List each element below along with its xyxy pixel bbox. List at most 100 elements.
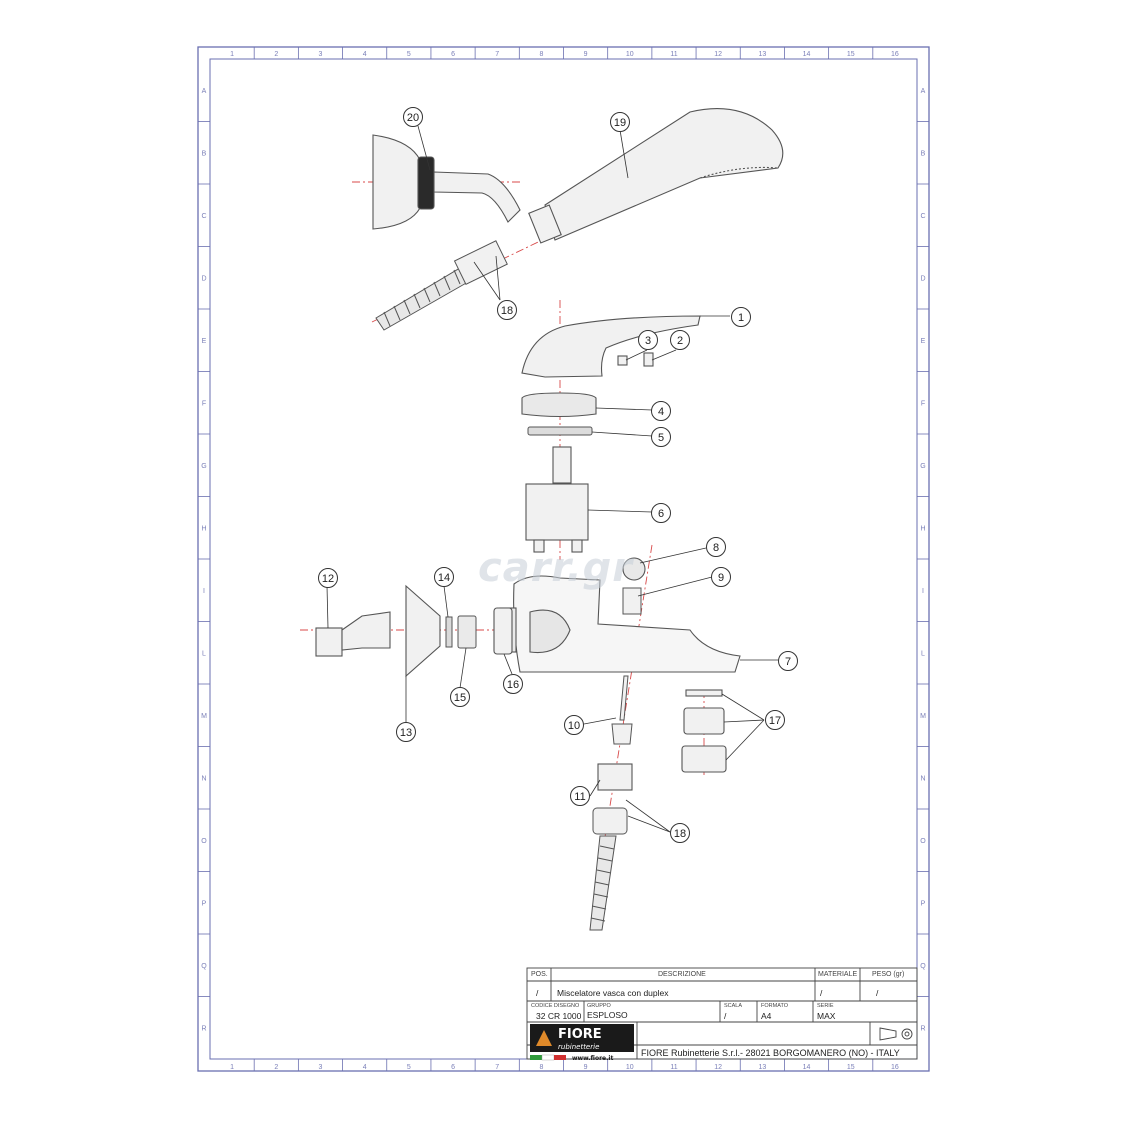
grid-column-label: 2: [274, 51, 278, 58]
logo-url: www.fiore.it: [572, 1055, 613, 1062]
grid-column-label: 2: [274, 1064, 278, 1071]
callout-15: 15: [450, 687, 470, 707]
grid-column-label: 13: [758, 1064, 766, 1071]
grid-row-label: F: [921, 400, 925, 407]
callout-label: 18: [501, 305, 513, 317]
part-20-wall-bracket: [372, 134, 521, 230]
grid-row-label: R: [920, 1025, 925, 1032]
grid-row-label: Q: [920, 963, 926, 970]
grid-row-label: P: [921, 900, 926, 907]
callout-label: 1: [738, 312, 744, 324]
grid-column-label: 16: [891, 1064, 899, 1071]
grid-column-label: 8: [539, 1064, 543, 1071]
callout-label: 3: [645, 335, 651, 347]
grid-row-label: H: [920, 525, 925, 532]
part-16-nut: [493, 607, 513, 655]
callout-14: 14: [434, 567, 454, 587]
leader-lines: [326, 125, 778, 833]
grid-column-label: 10: [626, 51, 634, 58]
grid-row-label: M: [920, 713, 926, 720]
grid-row-label: I: [922, 588, 924, 595]
grid-column-label: 10: [626, 1064, 634, 1071]
callout-label: 5: [658, 432, 664, 444]
grid-column-label: 15: [847, 51, 855, 58]
grid-column-label: 14: [803, 1064, 811, 1071]
callout-label: 12: [322, 573, 334, 585]
grid-row-label: E: [202, 338, 207, 345]
header-peso: PESO (gr): [872, 971, 905, 978]
callout-label: 10: [568, 720, 580, 732]
callout-label: 13: [400, 727, 412, 739]
part-11-connector: [597, 763, 633, 791]
grid-column-label: 12: [714, 51, 722, 58]
grid-column-label: 13: [758, 51, 766, 58]
part-18-hose-lower: [589, 807, 628, 931]
grid-row-label: G: [201, 463, 206, 470]
callout-7: 7: [778, 651, 798, 671]
grid-row-label: M: [201, 713, 207, 720]
grid-row-label: P: [202, 900, 207, 907]
grid-column-label: 5: [407, 1064, 411, 1071]
callout-label: 19: [614, 117, 626, 129]
callout-label: 20: [407, 112, 419, 124]
header-materiale: MATERIALE: [818, 971, 858, 978]
grid-column-label: 6: [451, 1064, 455, 1071]
callout-label: 6: [658, 508, 664, 520]
value-materiale: /: [820, 988, 823, 998]
callout-6: 6: [651, 503, 671, 523]
grid-column-label: 8: [539, 51, 543, 58]
projection-symbol-icon: [879, 1027, 913, 1041]
callout-1: 1: [731, 307, 751, 327]
grid-row-label: A: [202, 88, 207, 95]
part-14-gasket: [445, 616, 453, 648]
grid-column-label: 4: [363, 51, 367, 58]
grid-labels: 1122334455667788991010111112121313141415…: [201, 51, 926, 1071]
header-formato: FORMATO: [761, 1003, 788, 1009]
grid-column-label: 16: [891, 51, 899, 58]
callout-label: 8: [713, 542, 719, 554]
value-formato: A4: [761, 1011, 772, 1021]
callout-16: 16: [503, 674, 523, 694]
grid-row-label: L: [202, 650, 206, 657]
part-15-filter: [457, 615, 477, 649]
value-scala: /: [724, 1011, 727, 1021]
value-codice: 32 CR 1000: [536, 1011, 582, 1021]
callout-13: 13: [396, 722, 416, 742]
part-17-aerators: [681, 689, 727, 773]
header-serie: SERIE: [817, 1003, 834, 1009]
part-18-hose-upper: [375, 240, 508, 331]
part-5-ring: [527, 426, 593, 436]
part-10-diverter-shaft: [611, 675, 633, 745]
callout-11: 11: [570, 786, 590, 806]
callout-label: 9: [718, 572, 724, 584]
grid-row-label: B: [202, 150, 207, 157]
grid-row-label: D: [201, 275, 206, 282]
callout-20: 20: [403, 107, 423, 127]
callout-8: 8: [706, 537, 726, 557]
value-descrizione: Miscelatore vasca con duplex: [557, 988, 669, 998]
grid-column-label: 7: [495, 51, 499, 58]
grid-column-label: 15: [847, 1064, 855, 1071]
callout-2: 2: [670, 330, 690, 350]
grid-column-label: 1: [230, 51, 234, 58]
header-descrizione: DESCRIZIONE: [658, 971, 706, 978]
callout-18: 18: [670, 823, 690, 843]
grid-row-label: O: [920, 838, 926, 845]
callout-label: 14: [438, 572, 450, 584]
grid-column-label: 9: [584, 51, 588, 58]
grid-column-label: 1: [230, 1064, 234, 1071]
value-pos: /: [536, 988, 539, 998]
header-codice: CODICE DISEGNO: [531, 1003, 580, 1009]
callout-label: 4: [658, 406, 664, 418]
grid-row-label: N: [201, 775, 206, 782]
logo-sub: rubinetterie: [558, 1043, 599, 1051]
grid-column-label: 12: [714, 1064, 722, 1071]
callout-label: 16: [507, 679, 519, 691]
part-6-cartridge: [525, 446, 589, 553]
grid-row-label: C: [920, 213, 925, 220]
grid-column-label: 14: [803, 51, 811, 58]
grid-row-label: E: [921, 338, 926, 345]
part-13-flange: [405, 584, 441, 678]
value-peso: /: [876, 988, 879, 998]
